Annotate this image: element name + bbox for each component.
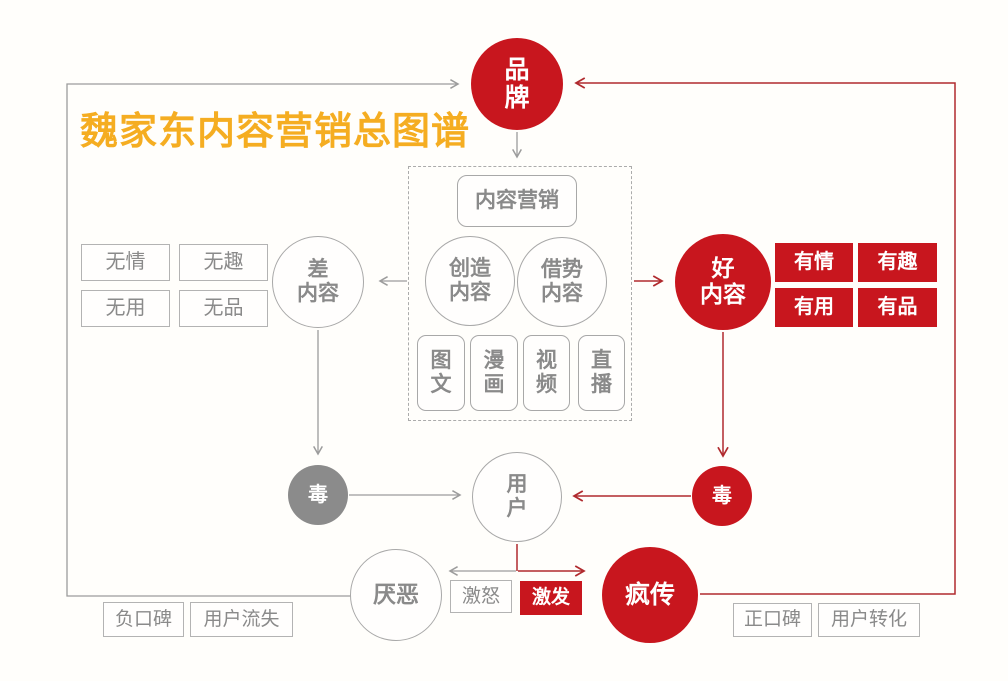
tag-classy: 有品 xyxy=(858,288,937,327)
node-viral: 疯传 xyxy=(602,547,698,643)
label-user-conversion: 用户转化 xyxy=(818,603,920,637)
node-leverage-content: 借势 内容 xyxy=(517,237,607,327)
node-brand: 品 牌 xyxy=(471,38,563,130)
node-user: 用 户 xyxy=(472,452,562,542)
node-poison-red: 毒 xyxy=(692,466,752,526)
node-format-video: 视 频 xyxy=(523,335,570,411)
tag-classless: 无品 xyxy=(179,290,268,327)
tag-heartless: 无情 xyxy=(81,244,170,281)
tag-fun: 有趣 xyxy=(858,243,937,282)
node-poison-gray: 毒 xyxy=(288,465,348,525)
node-format-imagetext: 图 文 xyxy=(417,335,465,411)
diagram-title: 魏家东内容营销总图谱 xyxy=(80,111,471,153)
label-user-churn: 用户流失 xyxy=(190,602,293,637)
node-create-content: 创造 内容 xyxy=(425,236,515,326)
label-positive-wom: 正口碑 xyxy=(733,603,812,637)
tag-emotional: 有情 xyxy=(775,243,853,282)
content-marketing-group xyxy=(408,166,632,421)
label-negative-wom: 负口碑 xyxy=(103,602,184,637)
node-disgust: 厌恶 xyxy=(350,549,442,641)
tag-useful: 有用 xyxy=(775,288,853,327)
tag-boring: 无趣 xyxy=(179,244,268,281)
node-bad-content: 差 内容 xyxy=(272,236,364,328)
node-good-content: 好 内容 xyxy=(675,234,771,330)
tag-useless: 无用 xyxy=(81,290,170,327)
node-anger: 激怒 xyxy=(450,580,512,613)
node-content-marketing: 内容营销 xyxy=(457,175,577,227)
node-inspire: 激发 xyxy=(520,581,582,615)
node-format-live: 直 播 xyxy=(578,335,625,411)
node-format-comic: 漫 画 xyxy=(470,335,518,411)
